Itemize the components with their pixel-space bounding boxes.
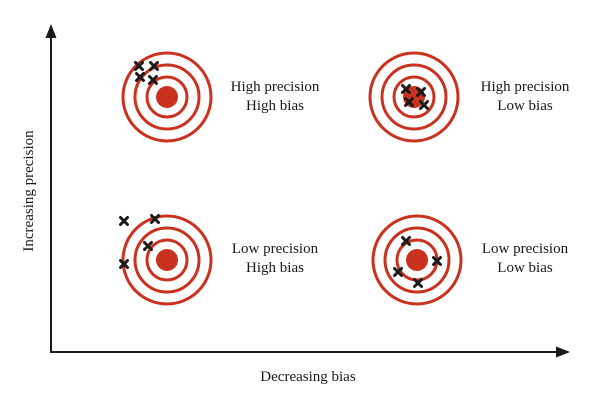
y-axis-arrowhead xyxy=(45,24,57,38)
quadrant-label-line1: Low precision xyxy=(482,241,569,257)
target-ring-inner xyxy=(392,75,436,119)
target-bullseye xyxy=(156,249,178,271)
x-axis-arrowhead xyxy=(556,346,570,358)
target-ring-middle xyxy=(133,226,201,294)
target xyxy=(371,214,463,306)
target-ring-middle xyxy=(380,63,448,131)
target-ring-middle xyxy=(383,226,451,294)
hit-mark xyxy=(134,61,144,71)
target-ring-middle xyxy=(133,63,201,131)
target xyxy=(368,51,460,143)
target-ring-outer xyxy=(368,51,460,143)
hit-mark xyxy=(119,259,129,269)
hit-mark xyxy=(150,214,160,224)
target-ring-outer xyxy=(121,51,213,143)
y-axis-label: Increasing precision xyxy=(21,130,37,252)
hit-mark xyxy=(404,97,414,107)
target xyxy=(121,214,213,306)
quadrant-high-precision-high-bias: High precision High bias xyxy=(121,51,320,143)
quadrant-label-line1: Low precision xyxy=(232,241,319,257)
hit-mark xyxy=(413,278,423,288)
hit-mark xyxy=(416,87,426,97)
quadrant-label-line2: High bias xyxy=(246,260,304,276)
hit-mark xyxy=(393,267,403,277)
target-bullseye xyxy=(156,86,178,108)
x-axis-label: Decreasing bias xyxy=(260,369,356,385)
quadrant-label-line2: Low bias xyxy=(497,98,553,114)
target-ring-inner xyxy=(145,75,189,119)
hit-mark xyxy=(143,241,153,251)
hit-mark xyxy=(419,100,429,110)
quadrant-label-line2: Low bias xyxy=(497,260,553,276)
quadrant-low-precision-high-bias: Low precision High bias xyxy=(119,214,319,306)
target-ring-inner xyxy=(145,238,189,282)
quadrant-high-precision-low-bias: High precision Low bias xyxy=(368,51,570,143)
hit-mark xyxy=(432,256,442,266)
quadrant-label-line2: High bias xyxy=(246,98,304,114)
hit-mark xyxy=(135,72,145,82)
quadrant-low-precision-low-bias: Low precision Low bias xyxy=(371,214,569,306)
axes: Decreasing bias Increasing precision xyxy=(21,24,570,385)
target-ring-outer xyxy=(121,214,213,306)
hit-mark xyxy=(148,75,158,85)
hit-mark xyxy=(401,84,411,94)
hit-mark xyxy=(401,236,411,246)
target-ring-outer xyxy=(371,214,463,306)
hit-mark xyxy=(119,216,129,226)
target-bullseye xyxy=(406,249,428,271)
hit-mark xyxy=(149,61,159,71)
quadrant-label-line1: High precision xyxy=(481,79,570,95)
quadrant-label-line1: High precision xyxy=(231,79,320,95)
target xyxy=(121,51,213,143)
